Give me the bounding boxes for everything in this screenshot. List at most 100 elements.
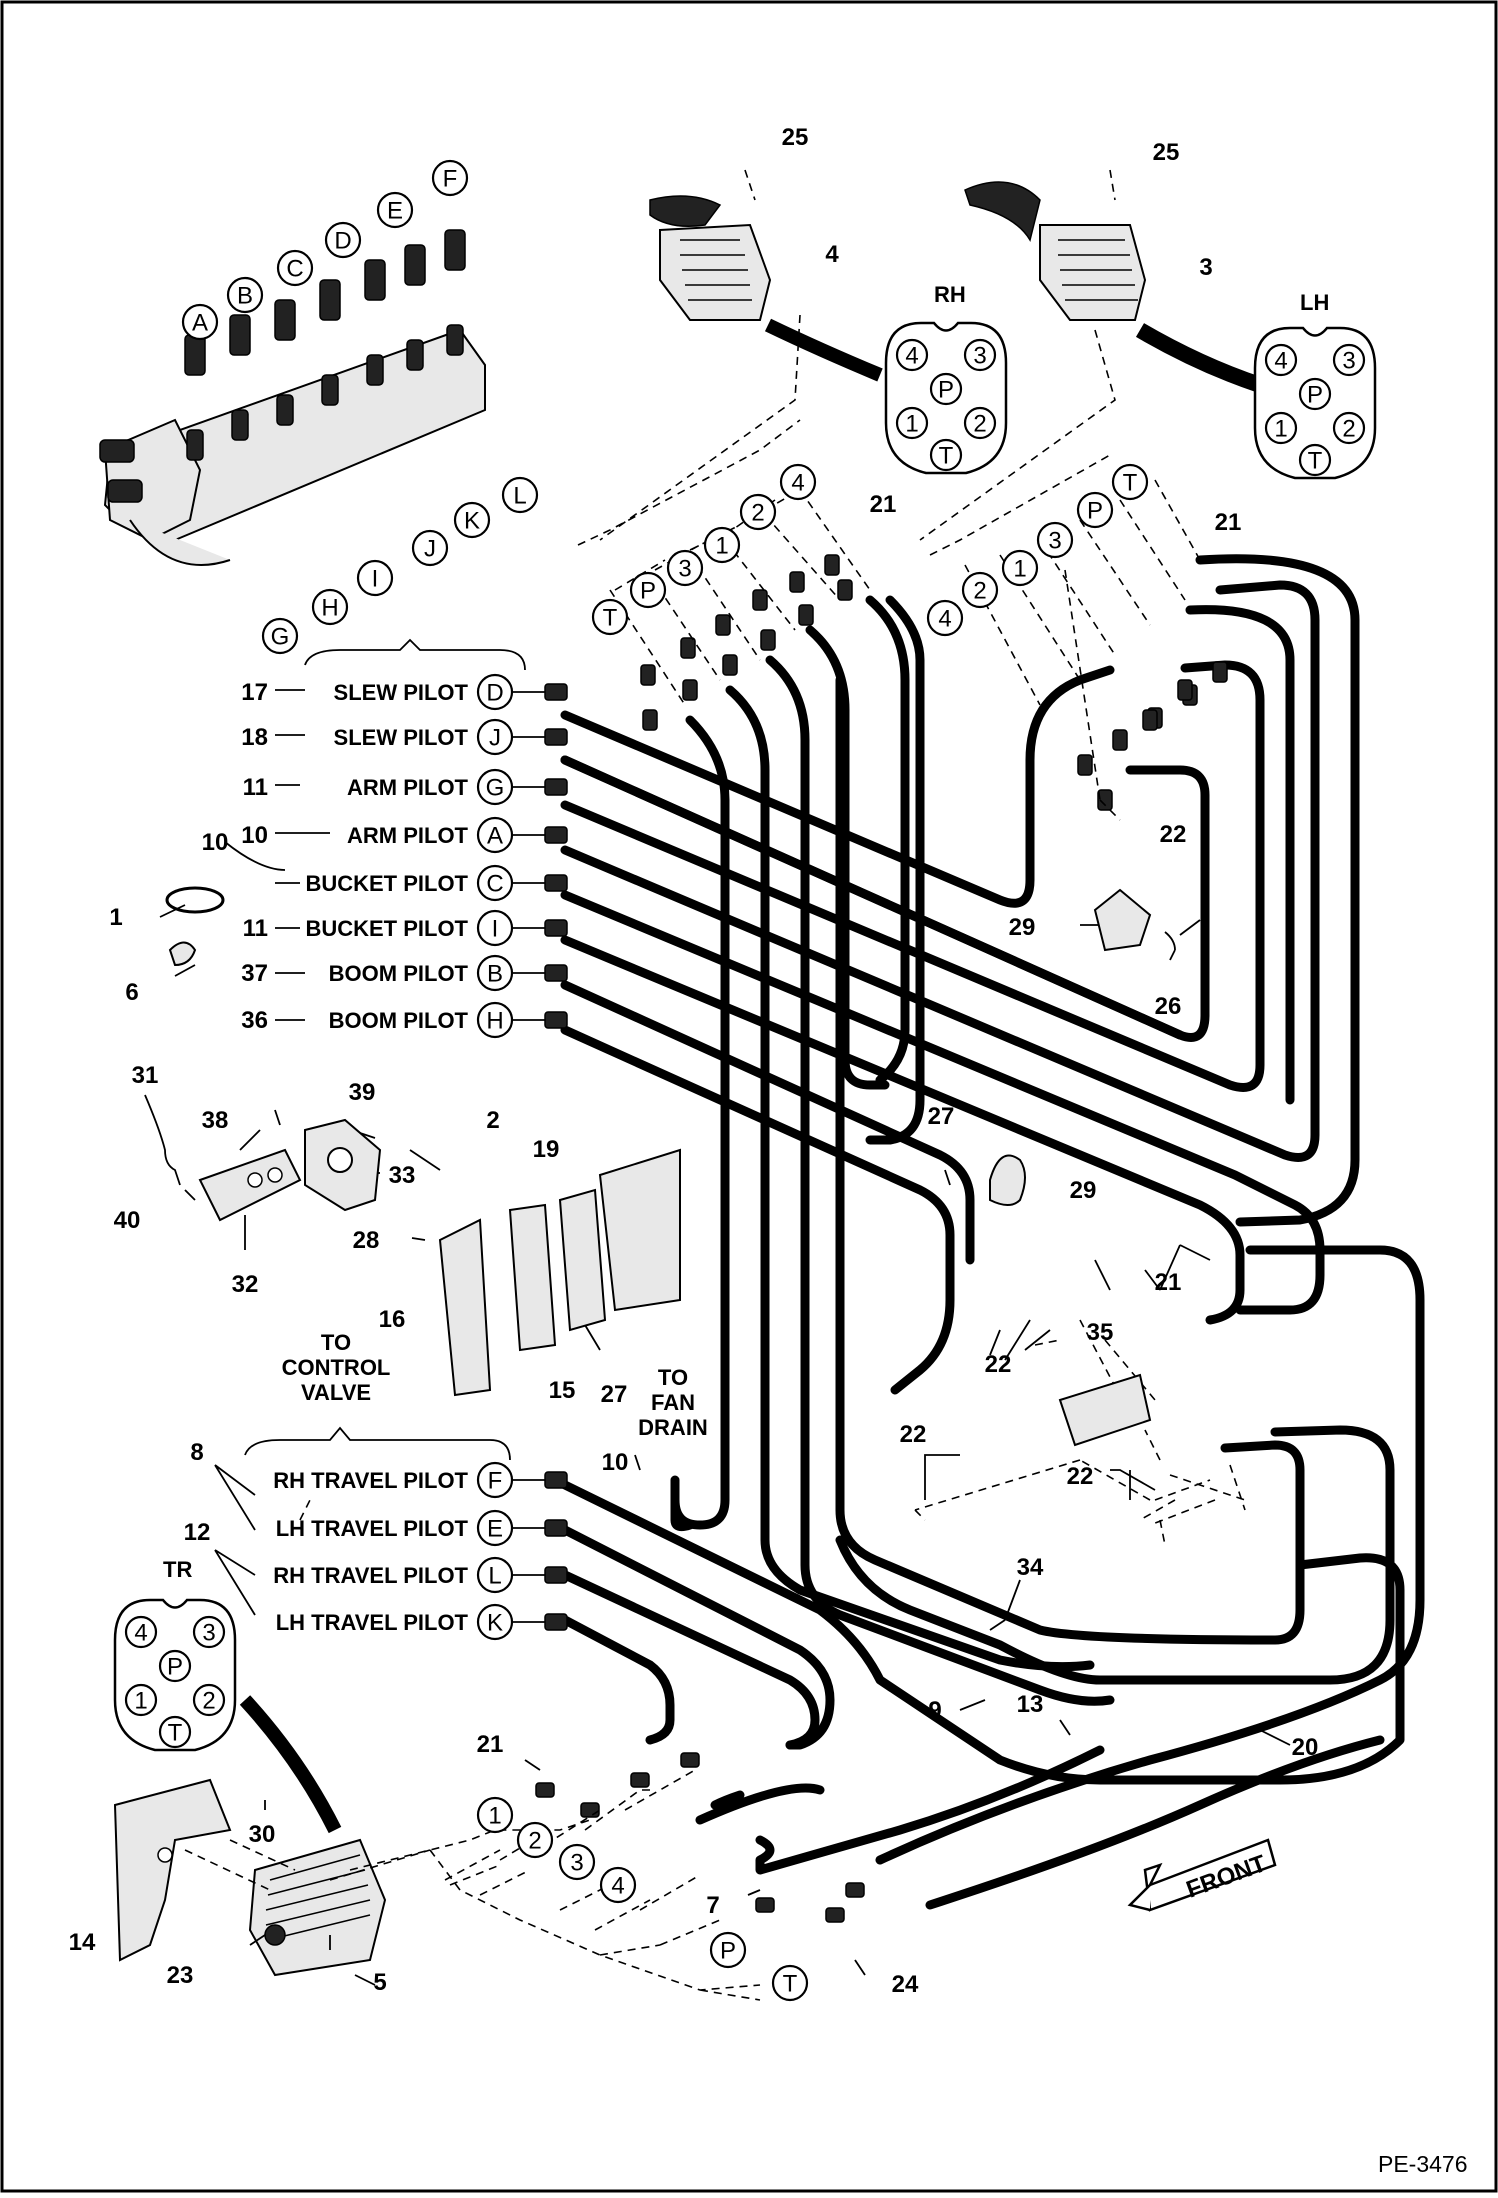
pilot-line-0-port: D <box>476 673 514 711</box>
to-control-valve-line-1: CONTROL <box>282 1355 391 1380</box>
travel-line-3-name: LH TRAVEL PILOT <box>276 1610 469 1635</box>
pilot-line-5-number: 11 <box>243 915 268 942</box>
callout-40-c40: 40 <box>114 1207 141 1234</box>
pilot-line-3-name: ARM PILOT <box>347 823 469 848</box>
callout-29-c29b: 29 <box>1070 1177 1097 1204</box>
callout-27-c27a: 27 <box>601 1381 628 1408</box>
pilot-line-4-name: BUCKET PILOT <box>305 871 468 896</box>
callout-34-c34: 34 <box>1017 1554 1044 1581</box>
travel-pilot-valve <box>239 1695 387 1977</box>
rh-pattern-port-4: 4 <box>895 338 929 372</box>
rh-pattern-port-2-text: 2 <box>973 411 986 438</box>
rh-pattern-port-T-text: T <box>939 443 954 470</box>
clip-29a <box>1093 888 1152 952</box>
callout-25-c25b: 25 <box>1153 139 1180 166</box>
valve-port-G-text: G <box>271 624 290 651</box>
travel-line-0-port: F <box>476 1461 514 1499</box>
tr-hose-port-T-text: T <box>783 1971 798 1998</box>
pilot-line-5-name: BUCKET PILOT <box>305 916 468 941</box>
rh-hose-port-4: 4 <box>779 463 817 501</box>
rh-hose-port-T: T <box>591 598 629 636</box>
travel-line-2-name: RH TRAVEL PILOT <box>273 1563 468 1588</box>
callout-15-c15: 15 <box>549 1377 576 1404</box>
pilot-line-1-port: J <box>476 718 514 756</box>
tr-hose-port-4: 4 <box>599 1866 637 1904</box>
valve-port-D: D <box>324 221 362 259</box>
callout-22-c22a: 22 <box>1160 821 1187 848</box>
rh-pattern-title: RH <box>934 282 966 307</box>
pilot-line-3-number: 10 <box>241 822 268 849</box>
travel-line-1-port-text: E <box>487 1516 503 1543</box>
valve-port-K: K <box>453 501 491 539</box>
tr-pattern-port-P: P <box>158 1649 192 1683</box>
lh-pattern-port-P: P <box>1298 377 1332 411</box>
rh-pattern-port-1-text: 1 <box>905 411 918 438</box>
callout-31-c31: 31 <box>132 1062 159 1089</box>
tr-pattern-port-2: 2 <box>192 1683 226 1717</box>
lh-hose-port-4: 4 <box>926 599 964 637</box>
tee-manifold-35 <box>1058 1373 1152 1447</box>
tr-pattern-port-4: 4 <box>124 1615 158 1649</box>
callout-32-c32: 32 <box>232 1271 259 1298</box>
lh-pattern-port-T: T <box>1298 443 1332 477</box>
hose-fittings-left <box>535 554 1228 1923</box>
pilot-line-7-port: H <box>476 1001 514 1039</box>
callout-1-c1: 1 <box>109 904 122 931</box>
callout-4-c4: 4 <box>825 241 839 268</box>
callout-39-c39: 39 <box>349 1079 376 1106</box>
lh-pattern-port-1: 1 <box>1264 411 1298 445</box>
tr-pattern-port-1-text: 1 <box>134 1688 147 1715</box>
callout-25-c25a: 25 <box>782 124 809 151</box>
tr-hose-port-3: 3 <box>558 1843 596 1881</box>
pilot-line-0-number: 17 <box>241 679 268 706</box>
lh-hose-port-T-text: T <box>1123 470 1138 497</box>
callout-21-c21c: 21 <box>1155 1269 1182 1296</box>
rh-pattern-port-P-text: P <box>938 377 954 404</box>
lh-pattern-port-3: 3 <box>1332 343 1366 377</box>
pilot-line-0-name: SLEW PILOT <box>334 680 469 705</box>
callout-14-c14: 14 <box>69 1929 96 1956</box>
pilot-line-7-port-text: H <box>486 1008 503 1035</box>
callout-27-c27b: 27 <box>928 1103 955 1130</box>
pilot-line-7-name: BOOM PILOT <box>329 1008 469 1033</box>
callout-21-c21d: 21 <box>477 1731 504 1758</box>
callout-22-c22c: 22 <box>900 1421 927 1448</box>
tr-hose-port-1: 1 <box>476 1796 514 1834</box>
lh-pattern-port-2-text: 2 <box>1342 416 1355 443</box>
rh-hose-port-2: 2 <box>739 493 777 531</box>
tr-hose-port-1-text: 1 <box>488 1803 501 1830</box>
pilot-line-5-port-text: I <box>492 916 499 943</box>
rh-hose-port-1: 1 <box>703 526 741 564</box>
tr-hose-port-2: 2 <box>516 1821 554 1859</box>
tr-pattern-port-3-text: 3 <box>202 1620 215 1647</box>
control-valve-assembly <box>99 229 486 566</box>
lh-hose-port-3: 3 <box>1036 521 1074 559</box>
lh-hose-port-1-text: 1 <box>1013 556 1026 583</box>
pilot-line-6-port-text: B <box>487 961 503 988</box>
callout-30-c30: 30 <box>249 1821 276 1848</box>
fuse-block-15 <box>508 1148 681 1352</box>
callout-20-c20: 20 <box>1292 1734 1319 1761</box>
rh-pattern-port-3: 3 <box>963 338 997 372</box>
pilot-line-2-name: ARM PILOT <box>347 775 469 800</box>
rh-pattern-port-2: 2 <box>963 406 997 440</box>
lh-pattern-port-T-text: T <box>1308 448 1323 475</box>
tr-hose-port-P: P <box>709 1931 747 1969</box>
pilot-line-3-port-text: A <box>487 823 503 850</box>
rh-hose-port-P: P <box>629 571 667 609</box>
rh-pattern-port-1: 1 <box>895 406 929 440</box>
rh-hose-port-3: 3 <box>666 549 704 587</box>
valve-port-E: E <box>376 191 414 229</box>
callout-28-c28: 28 <box>353 1227 380 1254</box>
hose-bundle <box>560 554 1425 1910</box>
travel-line-1-port: E <box>476 1509 514 1547</box>
travel-line-0-port-text: F <box>488 1468 503 1495</box>
lh-joystick <box>964 181 1263 393</box>
rh-joystick <box>649 195 883 382</box>
lh-hose-port-4-text: 4 <box>938 606 951 633</box>
callout-38-c38: 38 <box>202 1107 229 1134</box>
front-direction-arrow: FRONT <box>1127 1838 1277 1912</box>
to-fan-drain-line-1: FAN <box>651 1390 695 1415</box>
